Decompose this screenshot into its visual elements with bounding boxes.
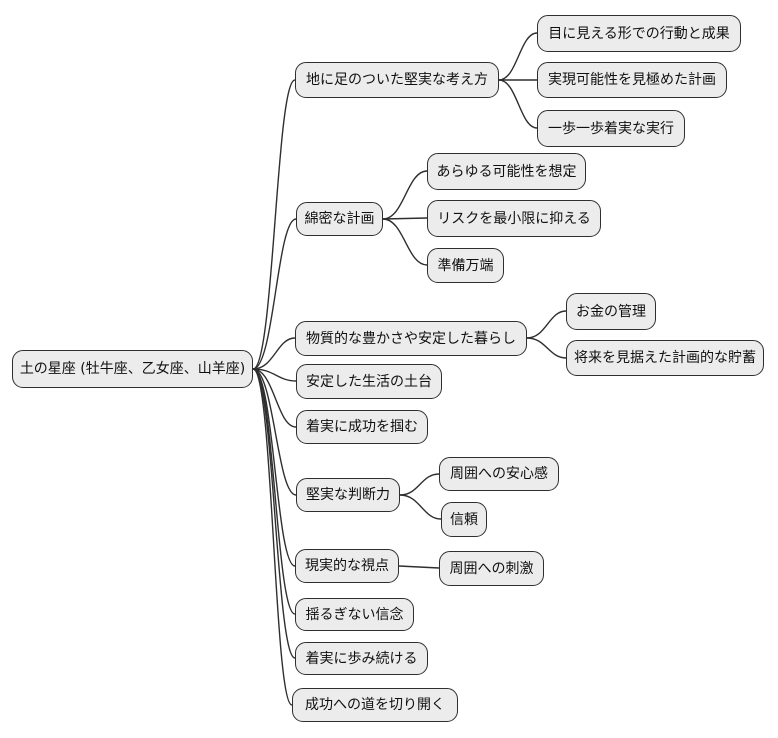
mindmap-leaf-6-0: 周囲への刺激 xyxy=(439,551,544,586)
mindmap-branch-1: 綿密な計画 xyxy=(296,202,383,236)
edge-branch1-child2 xyxy=(382,218,428,266)
mindmap-leaf-2-0: お金の管理 xyxy=(566,293,656,330)
mindmap-leaf-0-0: 目に見える形での行動と成果 xyxy=(537,15,741,52)
mindmap-branch-7: 揺るぎない信念 xyxy=(295,598,414,631)
mindmap-root-node: 土の星座 (牡牛座、乙女座、山羊座) xyxy=(12,350,253,388)
edge-root-branch-6 xyxy=(252,368,296,567)
mindmap-branch-5: 堅実な判断力 xyxy=(296,478,400,512)
edge-root-branch-9 xyxy=(252,368,293,706)
edge-branch6-child0 xyxy=(398,565,440,569)
mindmap-branch-4: 着実に成功を掴む xyxy=(296,410,428,444)
mindmap-leaf-5-1: 信頼 xyxy=(441,502,487,537)
edge-branch2-child0 xyxy=(526,310,567,339)
edge-root-branch-8 xyxy=(252,368,296,659)
mindmap-leaf-0-1: 実現可能性を見極めた計画 xyxy=(537,62,727,98)
mindmap-branch-8: 着実に歩み続ける xyxy=(295,642,428,675)
mindmap-branch-2: 物質的な豊かさや安定した暮らし xyxy=(295,321,527,356)
mindmap-leaf-1-1: リスクを最小限に抑える xyxy=(427,200,601,237)
edge-branch0-child0 xyxy=(498,32,538,81)
mindmap-leaf-0-2: 一歩一歩着実な実行 xyxy=(537,110,685,147)
mindmap-branch-6: 現実的な視点 xyxy=(295,549,399,583)
mindmap-branch-0: 地に足のついた堅実な考え方 xyxy=(295,62,499,98)
edge-branch1-child1 xyxy=(382,217,428,220)
mindmap-branch-9: 成功への道を切り開く xyxy=(292,688,458,722)
mindmap-leaf-5-0: 周囲への安心感 xyxy=(439,457,559,491)
mindmap-leaf-1-2: 準備万端 xyxy=(427,248,504,283)
edge-root-branch-4 xyxy=(252,368,297,428)
mindmap-leaf-1-0: あらゆる可能性を想定 xyxy=(427,153,586,190)
edge-branch5-child1 xyxy=(399,494,442,520)
edge-root-branch-5 xyxy=(252,368,297,496)
mindmap-leaf-2-1: 将来を見据えた計画的な貯蓄 xyxy=(566,340,764,376)
edge-branch2-child1 xyxy=(526,337,567,359)
edge-branch1-child0 xyxy=(382,170,428,220)
edge-root-branch-2 xyxy=(252,337,296,370)
mindmap-branch-3: 安定した生活の土台 xyxy=(296,364,442,399)
edge-root-branch-1 xyxy=(252,218,297,370)
edge-branch5-child0 xyxy=(399,473,440,496)
edge-branch0-child2 xyxy=(498,79,538,129)
edge-root-branch-0 xyxy=(252,79,296,370)
edge-root-branch-7 xyxy=(252,368,296,615)
